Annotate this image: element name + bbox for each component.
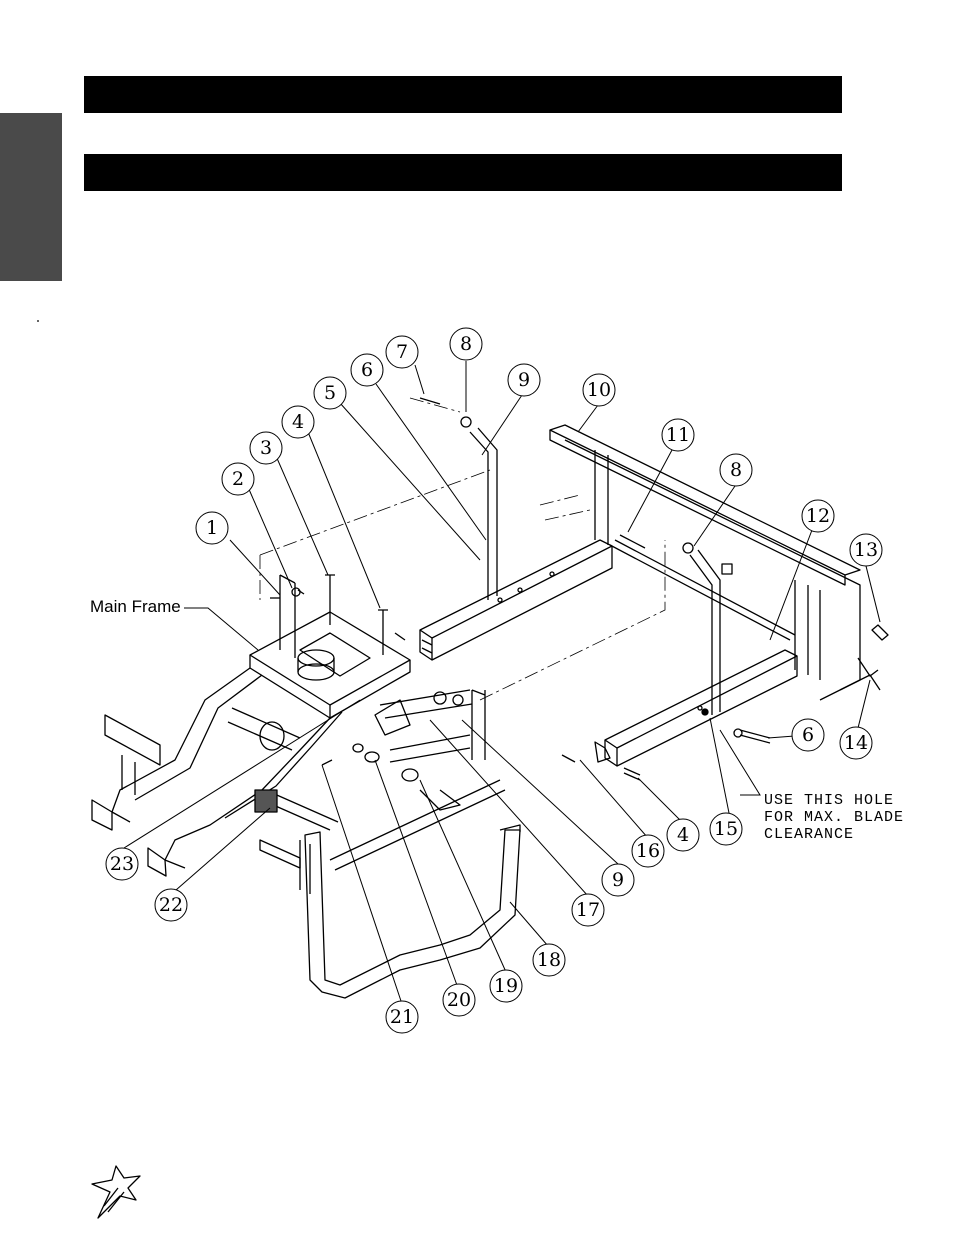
washers-drawing [321,743,419,782]
callout-17: 17 [576,899,600,921]
callout-7: 7 [396,341,408,363]
callout-22: 22 [159,894,183,916]
main-frame-label: Main Frame [90,597,181,616]
callout-21: 21 [390,1006,414,1028]
lift-rod-upper-drawing [419,397,498,600]
callout-19: 19 [494,975,518,997]
bolts-drawing [291,574,406,655]
note-line-1: USE THIS HOLE [764,792,894,809]
header-bar-top [84,76,842,113]
callout-4: 4 [292,411,304,433]
blade-drawing [549,424,881,701]
callout-11: 11 [666,424,690,446]
callout-circles [105,327,883,1034]
leader-lines [123,361,881,1005]
callout-9: 9 [518,369,530,391]
callout-23: 23 [110,853,134,875]
main-frame-drawing [91,611,411,894]
callout-2: 2 [232,468,244,490]
callout-8-right: 8 [730,459,742,481]
callout-16: 16 [636,840,660,862]
alignment-lines [259,397,666,701]
callout-3: 3 [260,437,272,459]
callout-20: 20 [447,989,471,1011]
callout-6-right: 6 [802,724,814,746]
lift-rod-right-drawing [682,542,733,715]
note-line-2: FOR MAX. BLADE [764,809,904,826]
right-push-arm-drawing [604,649,798,767]
callout-15: 15 [714,818,738,840]
note-line-3: CLEARANCE [764,826,854,843]
cross-rods-drawing [609,534,796,641]
pivot-linkage-drawing [374,689,486,763]
callout-4-right: 4 [677,824,689,846]
header-bar-second [84,154,842,191]
callout-8: 8 [460,333,472,355]
callout-14: 14 [844,732,868,754]
callout-6: 6 [361,359,373,381]
callout-5: 5 [324,382,336,404]
page-mark-dot [37,320,39,322]
callout-10: 10 [587,379,611,401]
foot-lift-drawing [304,779,521,999]
callout-18: 18 [537,949,561,971]
callout-1: 1 [206,517,218,539]
hardware-right-drawing [561,624,889,781]
section-side-tab [0,113,62,281]
callout-9-lower: 9 [612,869,624,891]
callout-13: 13 [854,539,878,561]
star-burst-logo-icon [91,1165,141,1219]
callout-12: 12 [806,505,830,527]
left-push-arm-drawing [419,539,613,661]
